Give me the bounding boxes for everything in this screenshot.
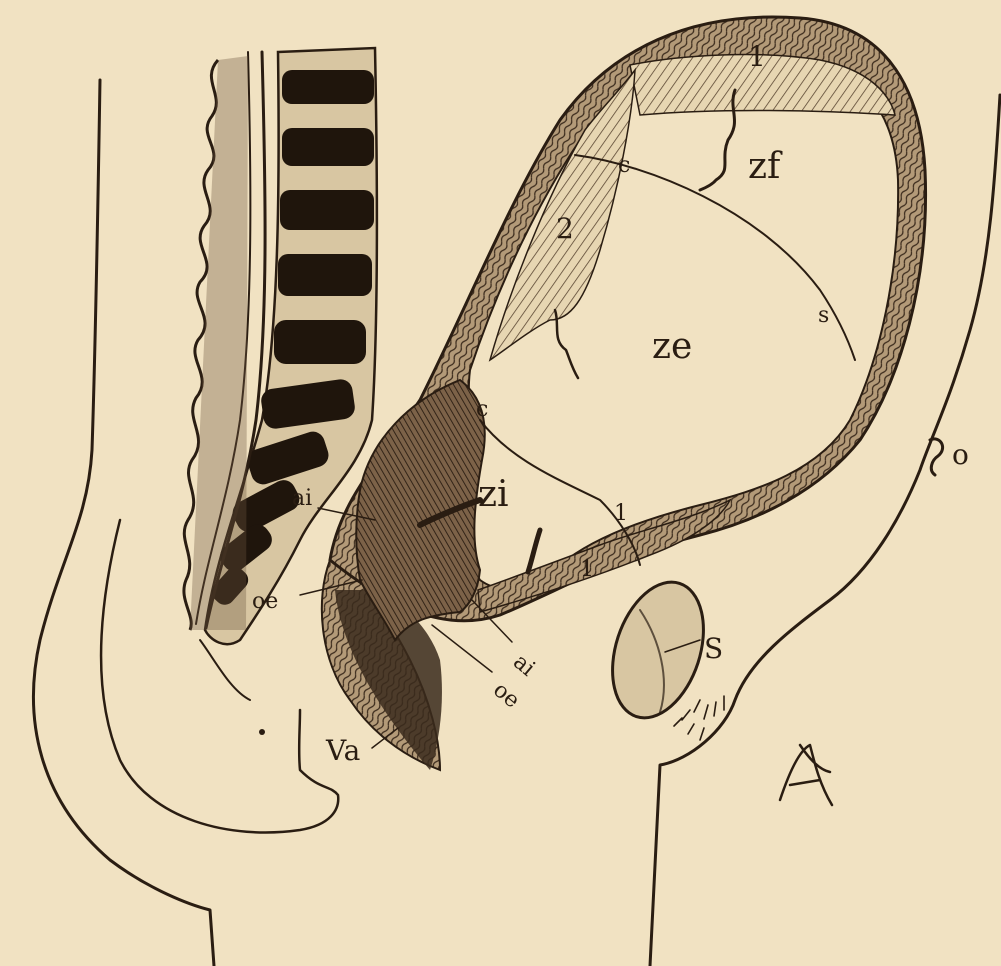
- label-o: o: [952, 438, 969, 471]
- label-c-upper: c: [618, 153, 630, 178]
- label-c-lower: c: [476, 397, 488, 422]
- label-zf: zf: [748, 146, 783, 187]
- label-ai-left: ai: [292, 486, 312, 511]
- label-Va: Va: [325, 734, 360, 767]
- label-1-lower: 1: [614, 501, 628, 526]
- label-1-top: 1: [748, 40, 766, 73]
- label-zi: zi: [478, 474, 508, 515]
- label-S: S: [704, 632, 723, 665]
- label-2: 2: [556, 212, 574, 245]
- label-s-right: s: [818, 303, 829, 328]
- label-1-lower-small: 1: [580, 557, 594, 582]
- label-oe-left: oe: [252, 589, 278, 614]
- label-ze: ze: [652, 326, 692, 367]
